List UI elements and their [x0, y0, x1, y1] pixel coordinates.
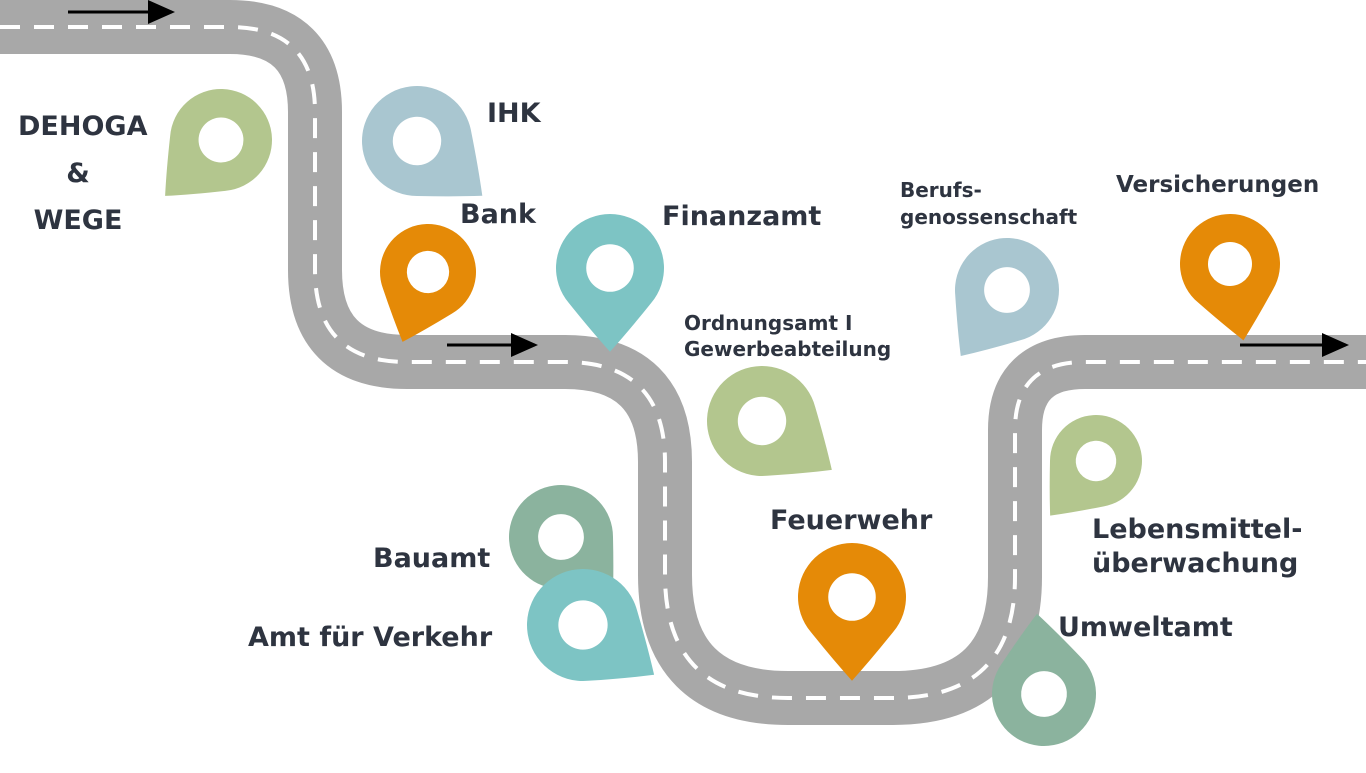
label-lebensmittel-line1: Lebensmittel-: [1092, 514, 1303, 545]
label-ordnungsamt-line1: Ordnungsamt I: [684, 311, 853, 335]
pin-feuerwehr: [798, 542, 907, 681]
label-feuerwehr: Feuerwehr: [770, 505, 933, 536]
pin-finanzamt: [556, 213, 664, 352]
pin-hole: [737, 396, 787, 446]
pin-hole: [198, 117, 244, 163]
pin-hole: [1075, 440, 1117, 482]
pin-umweltamt: [992, 613, 1096, 746]
label-amt-fuer-verkehr: Amt für Verkehr: [248, 622, 493, 653]
pin-versicherungen: [1180, 213, 1280, 341]
pin-amt-fuer-verkehr: [527, 569, 655, 681]
label-finanzamt: Finanzamt: [662, 201, 822, 232]
label-ordnungsamt: Ordnungsamt I Gewerbeabteilung: [684, 310, 891, 362]
pin-hole: [828, 573, 876, 621]
pin-hole: [1208, 242, 1252, 286]
label-dehoga: DEHOGA & WEGE: [18, 103, 148, 244]
label-lebensmittel-line2: überwachung: [1092, 548, 1299, 579]
pin-ordnungsamt: [707, 366, 832, 476]
label-dehoga-line2: &: [66, 158, 90, 189]
pin-bank: [380, 224, 476, 342]
pin-berufsgenossenschaft: [955, 238, 1059, 357]
pin-hole: [538, 514, 584, 560]
label-berufsgenossenschaft: Berufs- genossenschaft: [900, 177, 1077, 231]
pin-hole: [558, 600, 608, 650]
pin-hole: [392, 116, 442, 166]
label-umweltamt: Umweltamt: [1058, 612, 1233, 643]
label-lebensmittelueberwachung: Lebensmittel- überwachung: [1092, 513, 1302, 581]
label-berufs-line1: Berufs-: [900, 178, 982, 202]
pin-lebensmittelueberwachung: [1049, 415, 1142, 516]
label-versicherungen: Versicherungen: [1116, 172, 1320, 198]
label-berufs-line2: genossenschaft: [900, 205, 1078, 229]
label-bauamt: Bauamt: [373, 543, 491, 574]
pin-dehoga: [165, 89, 272, 196]
label-ihk: IHK: [487, 98, 541, 129]
pin-hole: [406, 250, 450, 294]
pin-hole: [984, 267, 1030, 313]
pin-hole: [586, 244, 634, 292]
pin-hole: [1021, 671, 1067, 717]
label-dehoga-line3: WEGE: [33, 205, 123, 236]
road-center-dashes: [0, 25, 1366, 700]
label-dehoga-line1: DEHOGA: [18, 111, 148, 142]
label-bank: Bank: [460, 199, 536, 230]
pin-ihk: [362, 86, 483, 197]
label-ordnungsamt-line2: Gewerbeabteilung: [684, 337, 892, 361]
